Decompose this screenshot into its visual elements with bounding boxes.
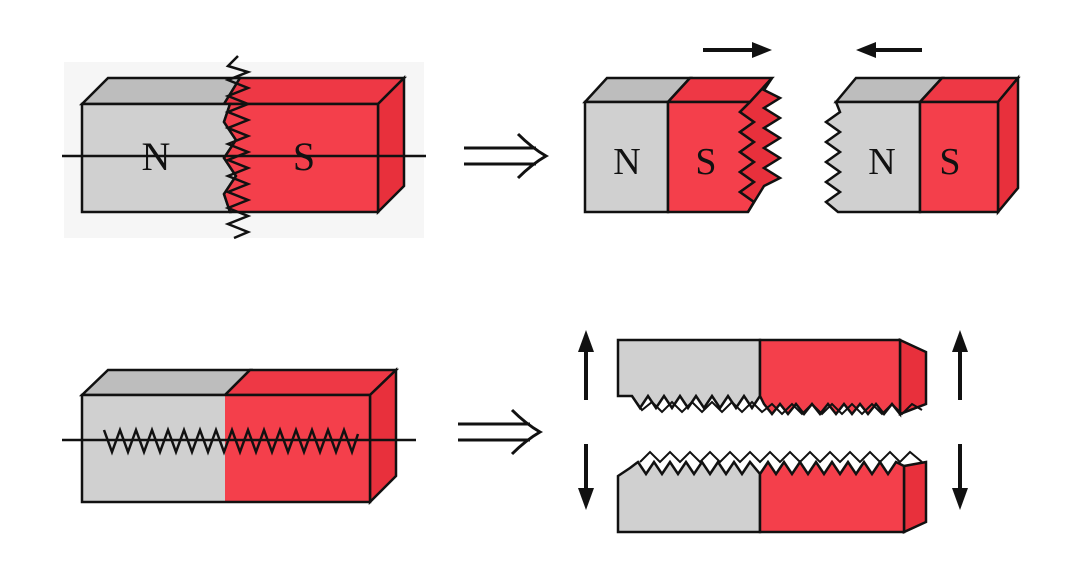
south-side-face <box>737 77 783 213</box>
implies-arrow-bottom <box>458 408 544 456</box>
longitudinal-cut-magnet <box>62 367 416 506</box>
crack-line <box>224 55 252 240</box>
north-front-face <box>823 100 922 214</box>
south-front-face <box>758 338 902 418</box>
arrow-down-icon <box>578 444 594 510</box>
upper-half-magnet <box>616 338 928 418</box>
north-label: N <box>613 141 640 183</box>
front-outline <box>80 393 372 504</box>
south-side-face <box>898 338 928 416</box>
south-front-face <box>918 100 1000 214</box>
south-side-face <box>996 74 1020 216</box>
south-front-face <box>758 459 906 534</box>
transverse-cut-magnet: N S <box>62 55 426 240</box>
north-top-face <box>78 76 243 106</box>
arrow-right-icon <box>703 42 772 58</box>
crack-line <box>102 426 360 456</box>
arrow-left-icon <box>856 42 922 58</box>
resulting-magnet-left: N S <box>582 76 783 214</box>
south-label: S <box>293 134 315 179</box>
torn-top-edge <box>639 450 923 464</box>
south-top-face <box>221 368 400 397</box>
south-front-face <box>222 102 380 214</box>
north-top-face <box>78 368 254 397</box>
lower-half-magnet <box>616 450 928 534</box>
resulting-magnet-right: N S <box>823 74 1021 216</box>
south-top-face <box>221 76 408 106</box>
north-front-face <box>616 459 762 534</box>
north-front-face <box>82 395 225 502</box>
north-label: N <box>868 141 895 183</box>
south-label: S <box>695 141 716 183</box>
arrow-down-icon <box>952 444 968 510</box>
north-front-face <box>616 338 762 411</box>
arrow-up-icon <box>952 330 968 400</box>
torn-bottom-edge <box>631 395 923 416</box>
arrow-up-icon <box>578 330 594 400</box>
south-label: S <box>939 141 960 183</box>
south-side-face <box>902 460 928 534</box>
south-side-face <box>368 367 398 506</box>
south-front-face <box>225 395 370 502</box>
north-label: N <box>142 134 171 179</box>
implies-arrow-top <box>464 132 550 180</box>
